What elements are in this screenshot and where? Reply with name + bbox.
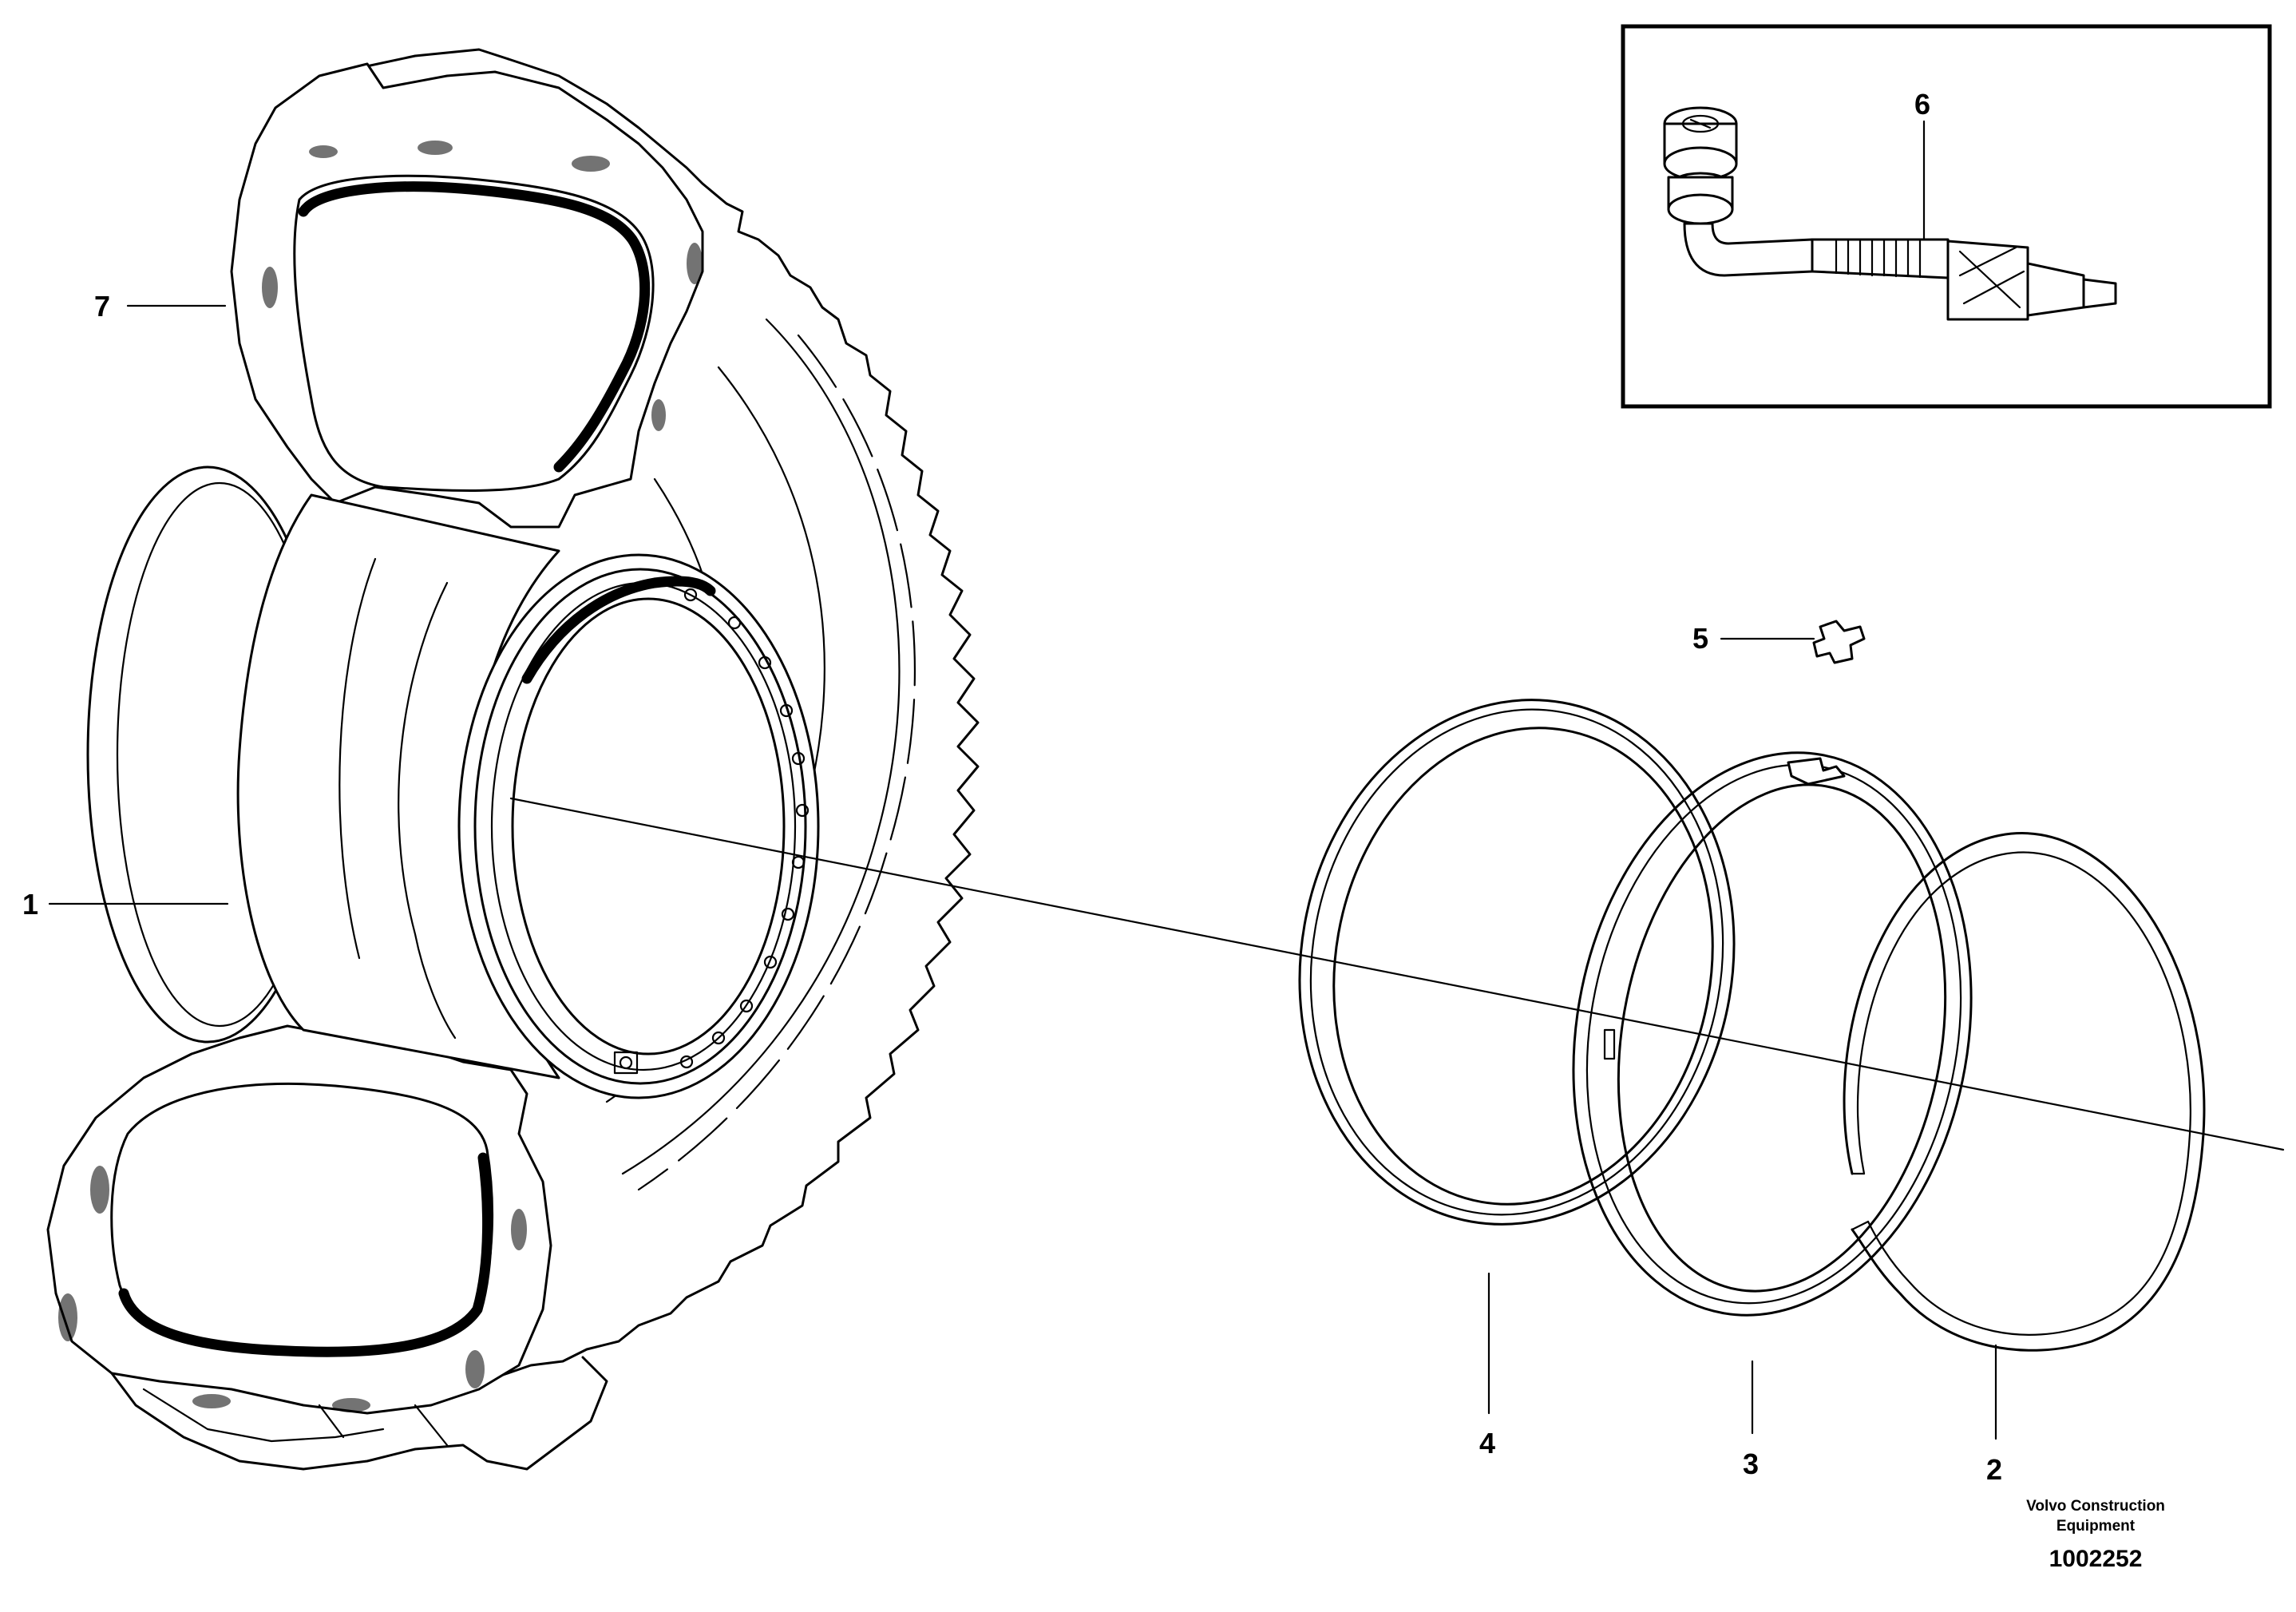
tire-top-cavity bbox=[293, 174, 655, 492]
ring-4-mid bbox=[1309, 708, 1724, 1216]
valve-knurl bbox=[1835, 238, 1922, 279]
callout-7: 7 bbox=[94, 290, 110, 323]
tire-bottom-cavity bbox=[110, 1083, 494, 1356]
ring-2-inner bbox=[1856, 851, 2191, 1336]
ring-3-outer bbox=[1572, 751, 1973, 1317]
ring-3-drawing bbox=[1572, 751, 1973, 1317]
ring-2-gap-end bbox=[1851, 1172, 1870, 1231]
callout-6: 6 bbox=[1914, 88, 1930, 121]
callout-2: 2 bbox=[1986, 1453, 2002, 1486]
tire-bottom-bead bbox=[118, 1152, 493, 1357]
ring-3-tab bbox=[1603, 1028, 1616, 1060]
ring-3-inner bbox=[1617, 783, 1947, 1293]
tire-top-bead bbox=[298, 181, 651, 473]
tire-bottom-tread bbox=[110, 1356, 608, 1471]
tire-drawing bbox=[46, 48, 980, 1471]
tire-sidewall-arc-2 bbox=[637, 334, 916, 1191]
ring-2-drawing bbox=[1843, 832, 2206, 1352]
assembly-axis-line bbox=[509, 797, 2285, 1151]
leader-lines bbox=[48, 120, 1997, 1440]
rim-face-inner bbox=[511, 597, 786, 1056]
tire-outer-tread bbox=[358, 48, 980, 1381]
callout-4: 4 bbox=[1479, 1427, 1495, 1460]
ring-4-outer bbox=[1298, 699, 1736, 1226]
rim-bolt-holes bbox=[613, 588, 810, 1075]
part-5-block bbox=[1812, 620, 1866, 664]
callout-1: 1 bbox=[22, 888, 38, 921]
callout-5: 5 bbox=[1692, 622, 1708, 655]
rim-drawing bbox=[86, 465, 820, 1099]
ring-4-inner bbox=[1332, 727, 1714, 1206]
brand-line-1: Volvo Construction bbox=[2026, 1498, 2165, 1515]
rim-barrel-seam-2 bbox=[338, 557, 377, 960]
tire-bottom-tread-inner bbox=[142, 1388, 449, 1447]
ring-3-notch bbox=[1787, 757, 1846, 786]
document-number: 1002252 bbox=[2049, 1546, 2143, 1572]
callout-3: 3 bbox=[1743, 1448, 1759, 1480]
ring-2-outer bbox=[1843, 832, 2206, 1352]
rim-lock-groove bbox=[521, 576, 716, 684]
rim-face-outer bbox=[457, 553, 820, 1099]
valve-drawing bbox=[1663, 106, 2117, 321]
ring-4-drawing bbox=[1298, 699, 1736, 1226]
rim-barrel-seam bbox=[398, 581, 457, 1040]
tire-texture-dots bbox=[58, 141, 703, 1412]
tire-sidewall-arc-1 bbox=[621, 318, 901, 1175]
inset-frame bbox=[1621, 24, 2272, 409]
rim-face-ring-1 bbox=[473, 568, 807, 1085]
brand-line-2: Equipment bbox=[2057, 1518, 2136, 1535]
